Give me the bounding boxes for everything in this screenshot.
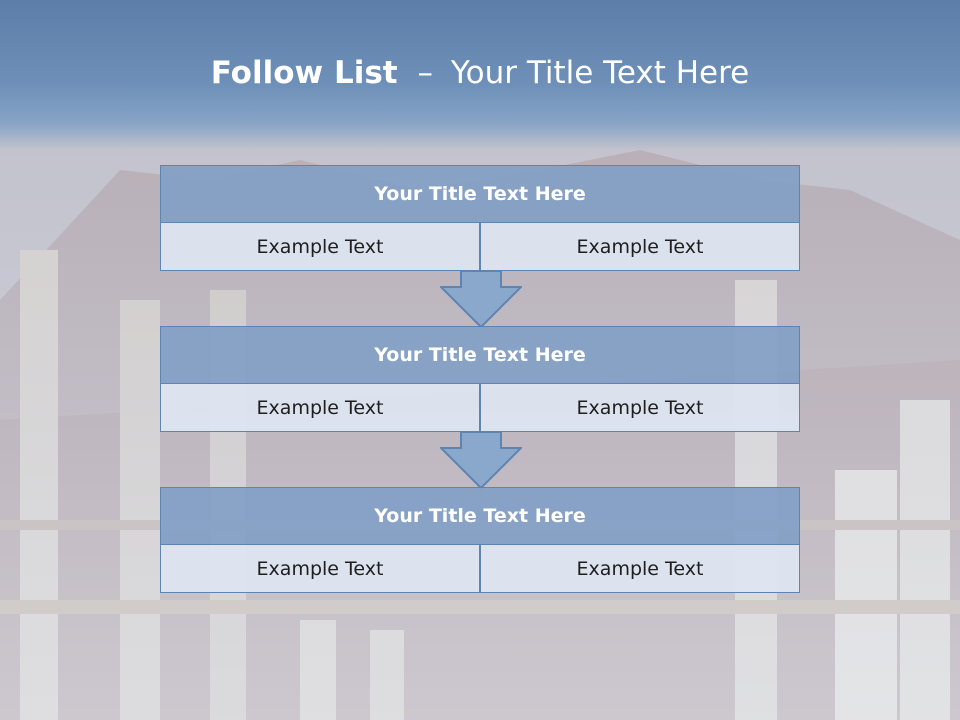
slide-title-strong: Follow List	[210, 55, 398, 91]
block-title: Your Title Text Here	[160, 165, 800, 223]
block-title: Your Title Text Here	[160, 487, 800, 545]
block-cell-right: Example Text	[480, 222, 800, 271]
block-cell-right: Example Text	[480, 544, 800, 593]
down-arrow-icon	[440, 431, 522, 489]
list-block-3: Your Title Text Here Example Text Exampl…	[160, 487, 800, 593]
list-block-1: Your Title Text Here Example Text Exampl…	[160, 165, 800, 271]
block-cell-right: Example Text	[480, 383, 800, 432]
down-arrow-icon	[440, 270, 522, 328]
block-cell-left: Example Text	[160, 383, 480, 432]
slide-title-rest: Your Title Text Here	[450, 55, 750, 91]
block-title: Your Title Text Here	[160, 326, 800, 384]
block-cell-left: Example Text	[160, 222, 480, 271]
slide-title-separator: –	[417, 55, 433, 91]
block-cell-left: Example Text	[160, 544, 480, 593]
slide-title: Follow List – Your Title Text Here	[0, 55, 960, 91]
header-band	[0, 0, 960, 150]
list-block-2: Your Title Text Here Example Text Exampl…	[160, 326, 800, 432]
